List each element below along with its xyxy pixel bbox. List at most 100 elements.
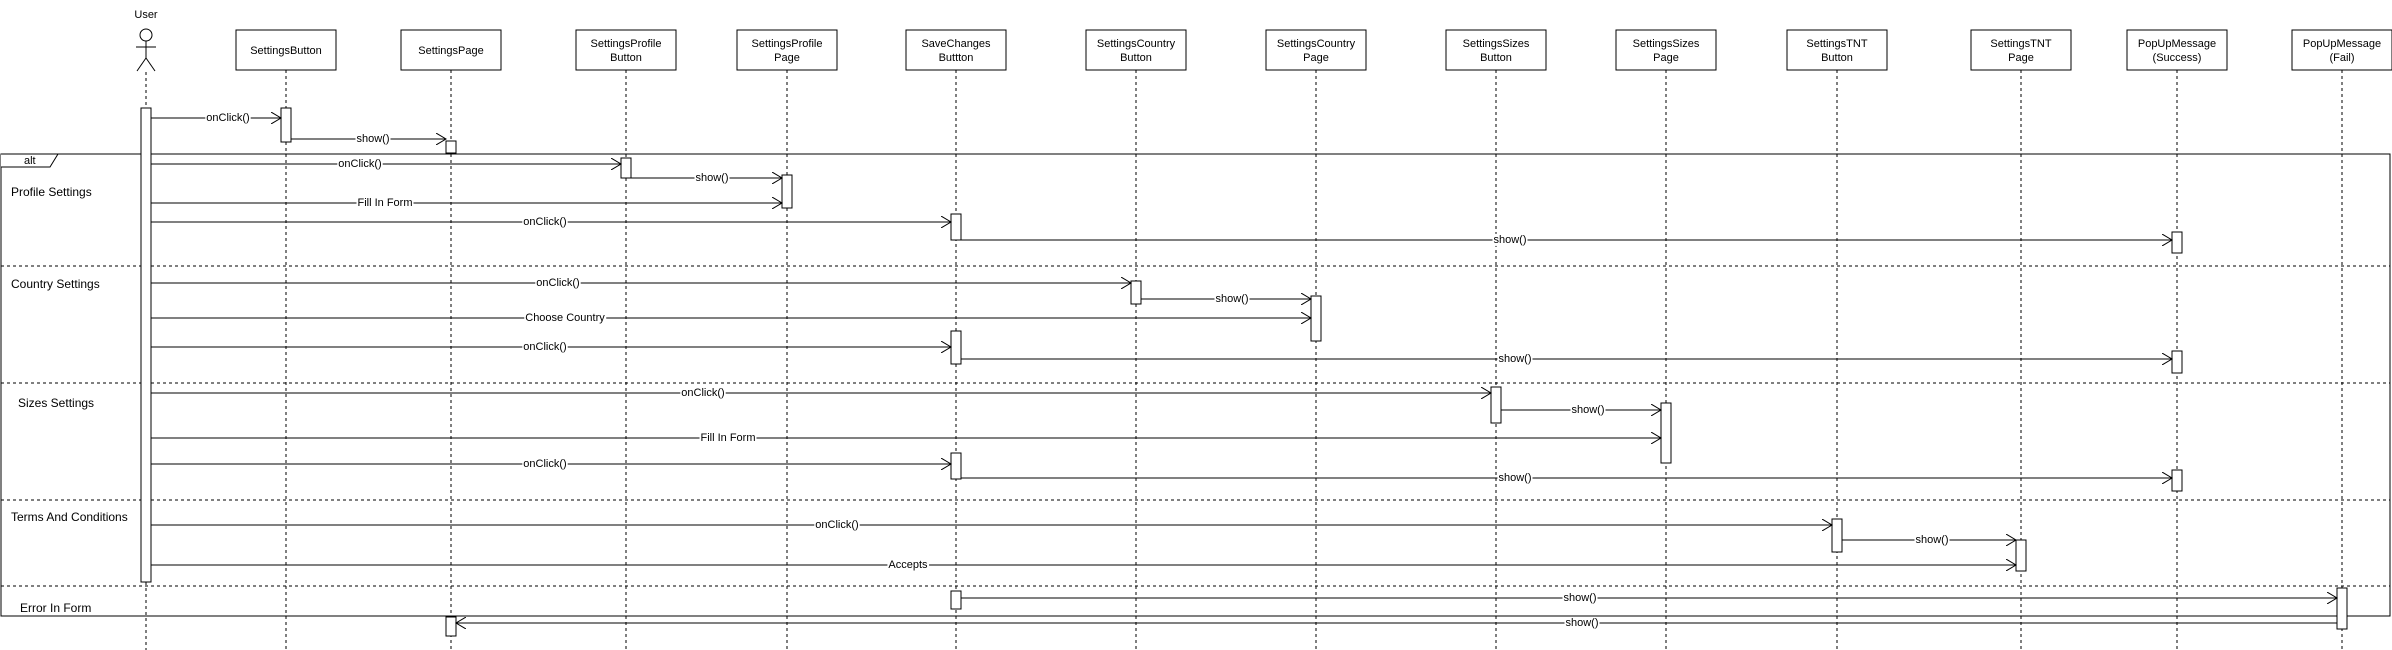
user-actor: User xyxy=(134,9,158,72)
participant-rect xyxy=(1265,29,1367,71)
participant-label: Page xyxy=(1653,52,1679,64)
activation-bar-profilePage xyxy=(781,174,793,209)
participant-label: SettingsButton xyxy=(250,45,322,57)
participant-rect xyxy=(1786,29,1888,71)
participant-label: Button xyxy=(610,52,642,64)
activation-bar-saveButton xyxy=(950,213,962,241)
message-label: show() xyxy=(1563,592,1596,604)
message-label: show() xyxy=(1915,534,1948,546)
participant-box-popupFail: PopUpMessage(Fail) xyxy=(2291,29,2392,71)
activation-bar-saveButton xyxy=(950,452,962,480)
message-label-bg xyxy=(699,431,757,444)
activation-bar-sizesButton xyxy=(1490,386,1502,424)
message-label-bg xyxy=(356,196,414,209)
alt-guard: Error In Form xyxy=(20,601,91,615)
message-label-bg xyxy=(522,457,568,470)
alt-operator: alt xyxy=(24,155,36,167)
message-user-to-saveButton: onClick() xyxy=(151,340,951,353)
participant-label: SettingsProfile xyxy=(591,38,662,50)
participant-label: SettingsCountry xyxy=(1277,38,1356,50)
alt-guard: Profile Settings xyxy=(11,185,92,199)
participant-label: PopUpMessage xyxy=(2303,38,2381,50)
alt-guard: Terms And Conditions xyxy=(11,510,128,524)
message-user-to-saveButton: onClick() xyxy=(151,457,951,470)
message-saveButton-to-popupFail: show() xyxy=(961,591,2337,604)
alt-guard: Country Settings xyxy=(11,277,100,291)
message-user-to-saveButton: onClick() xyxy=(151,215,951,228)
participant-label: SettingsSizes xyxy=(1633,38,1700,50)
message-user-to-sizesButton: onClick() xyxy=(151,386,1491,399)
message-saveButton-to-popupSuccess: show() xyxy=(961,352,2172,365)
message-label-bg xyxy=(522,340,568,353)
activation-bar-countryPage xyxy=(1310,295,1322,342)
message-settingsButton-to-settingsPage: show() xyxy=(291,132,446,145)
activation-bar-settingsPage xyxy=(445,140,457,154)
message-label: Choose Country xyxy=(525,312,605,324)
participant-label: Page xyxy=(2008,52,2034,64)
activation-bar-popupFail xyxy=(2336,587,2348,630)
participant-label: Button xyxy=(1120,52,1152,64)
participant-rect xyxy=(1085,29,1187,71)
message-user-to-sizesPage: Fill In Form xyxy=(151,431,1661,444)
message-tntButton-to-tntPage: show() xyxy=(1842,533,2016,546)
activation-bar-popupSuccess xyxy=(2171,231,2183,254)
message-label: show() xyxy=(1498,472,1531,484)
message-label: show() xyxy=(1571,404,1604,416)
message-user-to-tntButton: onClick() xyxy=(151,518,1832,531)
message-user-to-profileButton: onClick() xyxy=(151,157,621,170)
participant-label: PopUpMessage xyxy=(2138,38,2216,50)
participant-label: Button xyxy=(1480,52,1512,64)
message-label-bg xyxy=(694,171,730,184)
activation-bar-popupSuccess xyxy=(2171,350,2183,374)
participant-rect xyxy=(2126,29,2228,71)
participant-label: SettingsProfile xyxy=(752,38,823,50)
participant-label: Page xyxy=(1303,52,1329,64)
message-profileButton-to-profilePage: show() xyxy=(631,171,782,184)
participant-rect xyxy=(1970,29,2072,71)
participant-label: Button xyxy=(1821,52,1853,64)
actor-head xyxy=(139,28,153,42)
message-label: Accepts xyxy=(888,559,928,571)
participant-label: SettingsPage xyxy=(418,45,483,57)
alt-guard: Sizes Settings xyxy=(18,396,94,410)
message-label-bg xyxy=(535,276,581,289)
participant-box-settingsPage: SettingsPage xyxy=(400,29,502,71)
participant-box-settingsButton: SettingsButton xyxy=(235,29,337,71)
message-label-bg xyxy=(1562,591,1598,604)
message-label-bg xyxy=(355,132,391,145)
message-label-bg xyxy=(1497,471,1533,484)
activation-bar-settingsButton xyxy=(280,107,292,143)
message-label: onClick() xyxy=(523,458,566,470)
participant-rect xyxy=(575,29,677,71)
activation-bar-countryButton xyxy=(1130,280,1142,305)
message-label-bg xyxy=(524,311,607,324)
message-label-bg xyxy=(205,111,251,124)
participant-rect xyxy=(400,29,502,71)
participant-label: Page xyxy=(774,52,800,64)
message-label: show() xyxy=(1215,293,1248,305)
message-label-bg xyxy=(1214,292,1250,305)
message-label-bg xyxy=(680,386,726,399)
participant-box-popupSuccess: PopUpMessage (Success) xyxy=(2126,29,2228,71)
message-label-bg xyxy=(1497,352,1533,365)
participant-label: (Success) xyxy=(2153,52,2202,64)
message-label: show() xyxy=(1498,353,1531,365)
message-label-bg xyxy=(522,215,568,228)
message-label: Fill In Form xyxy=(701,432,756,444)
message-label: onClick() xyxy=(536,277,579,289)
message-label-bg xyxy=(337,157,383,170)
message-popupFail-to-settingsPage: show() xyxy=(456,616,2337,629)
participant-rect xyxy=(905,29,1007,71)
message-label: onClick() xyxy=(681,387,724,399)
participant-label: SaveChanges xyxy=(921,38,991,50)
message-user-to-tntPage: Accepts xyxy=(151,558,2016,571)
